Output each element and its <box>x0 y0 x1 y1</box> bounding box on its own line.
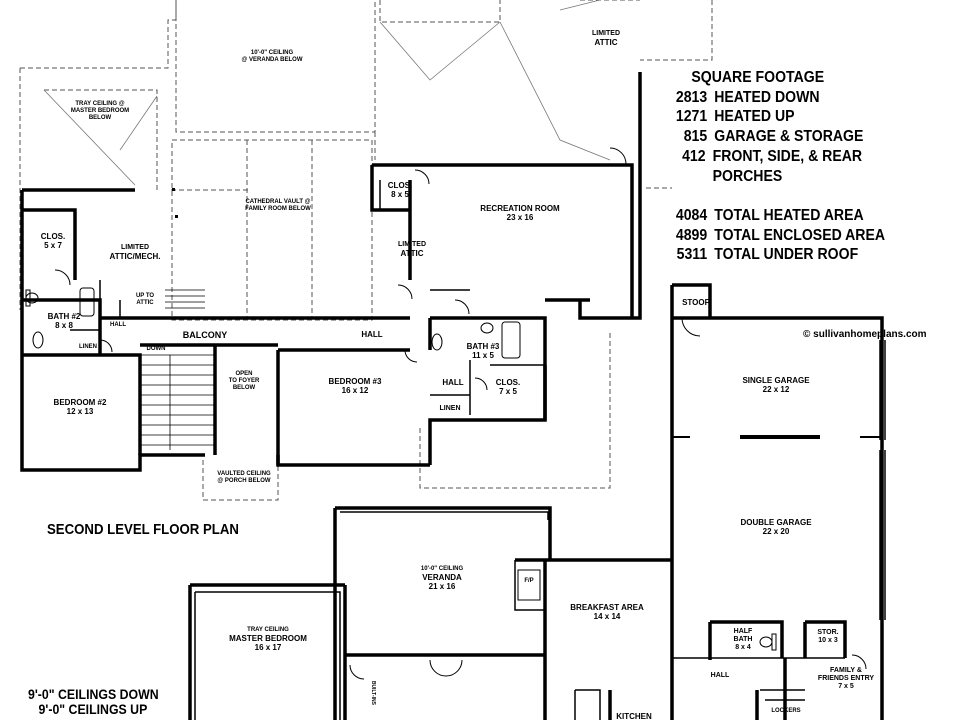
label-hall-mid: HALL <box>361 330 383 339</box>
website-credit: © sullivanhomeplans.com <box>803 329 927 340</box>
label-cathedral-vault: CATHEDRAL VAULT @FAMILY ROOM BELOW <box>245 199 311 212</box>
square-footage-table: SQUARE FOOTAGE 2813 HEATED DOWN 1271 HEATE… <box>672 68 925 265</box>
sqft-value: 5311 <box>676 246 708 264</box>
sqft-row: 4899 TOTAL ENCLOSED AREA <box>672 226 925 246</box>
label-linen-mid: LINEN <box>439 405 461 412</box>
label-lockers: LOCKERS <box>771 708 801 714</box>
walls-second-level <box>20 72 642 472</box>
sqft-row: 1271 HEATED UP <box>672 107 925 127</box>
sqft-value: 412 <box>682 147 706 165</box>
sqft-label: TOTAL HEATED AREA <box>714 206 864 224</box>
sqft-label: FRONT, SIDE, & REAR PORCHES <box>712 147 863 185</box>
sqft-value: 1271 <box>675 108 708 126</box>
label-ceiling-veranda-below: 10'-0" CEILING@ VERANDA BELOW <box>241 50 303 63</box>
label-hall-left: HALL <box>110 322 126 328</box>
sqft-row: 2813 HEATED DOWN <box>672 88 925 108</box>
label-closet-5x7: CLOS.5 x 7 <box>40 232 66 251</box>
interior-walls <box>70 180 545 415</box>
label-kitchen: KITCHEN <box>616 712 652 721</box>
label-built-ins: BUILT-INS <box>369 680 376 705</box>
sqft-label: HEATED UP <box>714 108 795 126</box>
door-swings <box>54 147 627 391</box>
label-closet-7x5: CLOS.7 x 5 <box>495 378 521 397</box>
sqft-label: GARAGE & STORAGE <box>714 128 864 146</box>
label-linen-left: LINEN <box>79 344 97 350</box>
sqft-value: 815 <box>683 128 708 146</box>
walls-first-level <box>188 283 884 720</box>
sqft-row: 412 FRONT, SIDE, & REAR PORCHES <box>672 147 925 186</box>
ceiling-notes: 9'-0" CEILINGS DOWN 9'-0" CEILINGS UP <box>28 687 159 717</box>
ceiling-note: 9'-0" CEILINGS DOWN <box>28 686 159 702</box>
square-footage-title: SQUARE FOOTAGE <box>691 69 825 86</box>
sqft-row: 4084 TOTAL HEATED AREA <box>672 206 925 226</box>
label-hall-lower: HALL <box>710 672 730 679</box>
sqft-value: 4084 <box>675 206 708 224</box>
sqft-value: 2813 <box>675 88 708 106</box>
label-down: DOWN <box>146 346 166 352</box>
door-swings-lower <box>349 317 867 680</box>
ceiling-note: 9'-0" CEILINGS UP <box>38 701 148 717</box>
sqft-row: 5311 TOTAL UNDER ROOF <box>672 245 925 265</box>
roof-outline <box>19 0 713 501</box>
label-fireplace: F/P <box>524 578 534 584</box>
first-level-thin <box>194 340 886 720</box>
label-storage: STOR.10 x 3 <box>817 629 839 645</box>
stairs <box>140 289 215 450</box>
label-stoop: STOOP <box>682 298 710 307</box>
roof-ridges <box>43 0 611 186</box>
sqft-row: 815 GARAGE & STORAGE <box>672 127 925 147</box>
plan-title: SECOND LEVEL FLOOR PLAN <box>47 521 239 538</box>
sqft-value: 4899 <box>675 226 708 244</box>
label-closet-8x5: CLOS.8 x 5 <box>387 181 413 200</box>
label-balcony: BALCONY <box>182 330 228 340</box>
sqft-label: TOTAL UNDER ROOF <box>714 246 859 264</box>
label-hall-small: HALL <box>442 378 464 387</box>
label-vaulted-porch: VAULTED CEILING@ PORCH BELOW <box>217 471 271 484</box>
fixtures <box>25 287 521 359</box>
sqft-label: HEATED DOWN <box>714 88 820 106</box>
sqft-label: TOTAL ENCLOSED AREA <box>714 226 886 244</box>
